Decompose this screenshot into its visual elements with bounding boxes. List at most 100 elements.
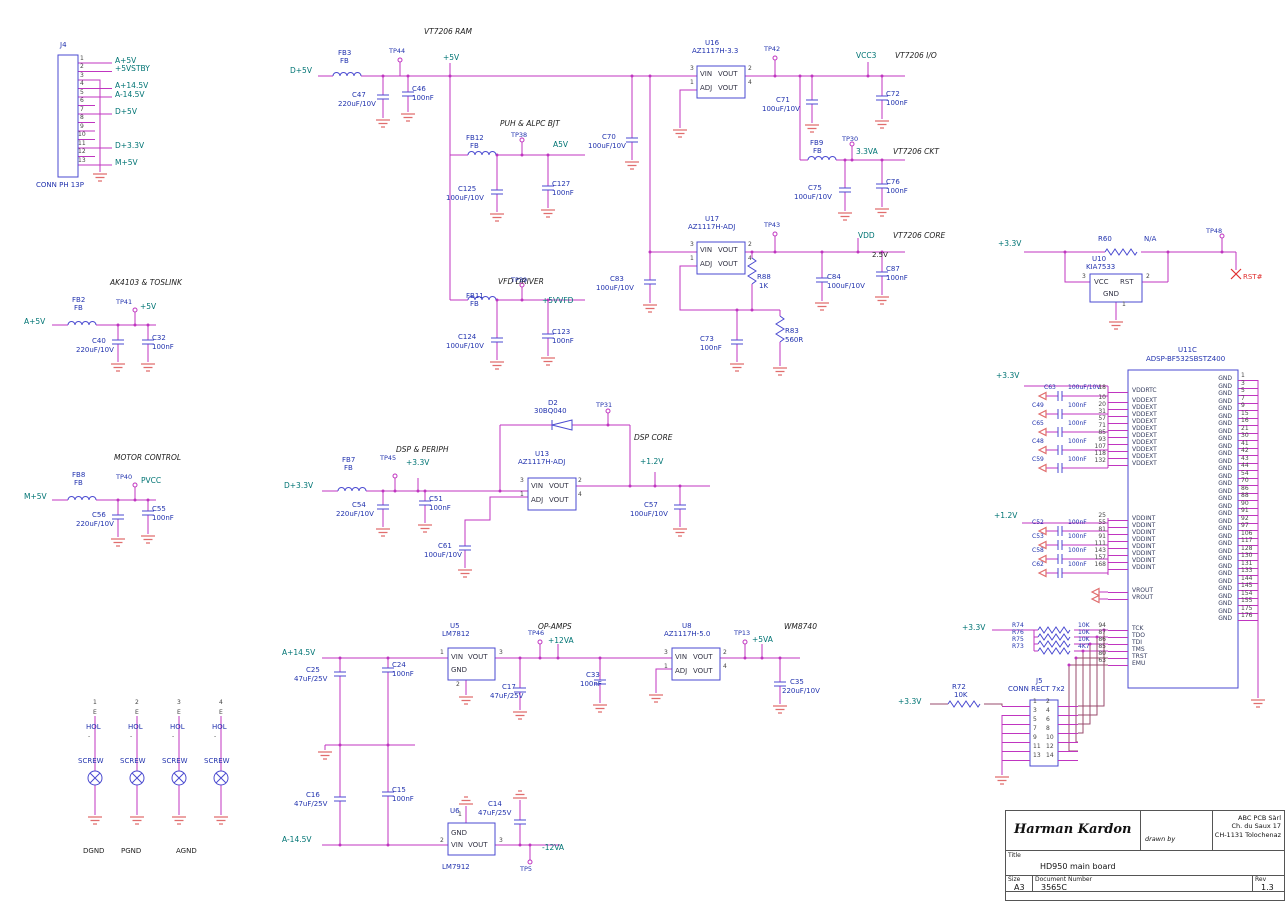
u8-pin2: 2	[723, 649, 727, 656]
r83-val: 560R	[785, 336, 804, 344]
u11c-gnd-pin-number: 86	[1241, 484, 1249, 492]
c25-val: 47uF/25V	[294, 675, 328, 683]
rev-value: 1.3	[1261, 883, 1274, 892]
u11c-gnd-pin-name: GND	[1218, 540, 1232, 547]
u11c-gnd-pin-name: GND	[1218, 420, 1232, 427]
sec-wm8740: WM8740	[784, 622, 817, 631]
pin-stub	[1108, 437, 1128, 438]
pin-stub	[1238, 567, 1258, 569]
pin-stub	[1238, 395, 1258, 396]
u11c-gnd-pin-name: GND	[1218, 502, 1232, 510]
c123-ref: C123	[552, 328, 571, 336]
pin-stub	[1238, 387, 1258, 389]
pin-stub	[1238, 507, 1258, 509]
u11c-pin-number: 10	[1098, 394, 1106, 401]
pin-stub	[1108, 430, 1128, 431]
screw3-lbl: SCREW	[162, 757, 188, 765]
c73-ref: C73	[700, 335, 714, 343]
u11c-gnd-pin-number: 144	[1241, 574, 1253, 582]
u11c-gnd-pin-number: 106	[1241, 529, 1253, 537]
u11c-gnd-pin-name: GND	[1218, 517, 1232, 525]
c16-val: 47uF/25V	[294, 800, 328, 808]
r75-val: 10K	[1078, 636, 1090, 643]
u11c-gnd-pin-number: 90	[1241, 499, 1249, 507]
pin-stub	[1108, 534, 1128, 535]
c61-ref: C61	[438, 542, 452, 550]
d2-ref: D2	[548, 399, 558, 407]
j5-pin-number: 12	[1046, 743, 1054, 750]
u11c-pin-name: TRST	[1132, 653, 1148, 660]
net-33v-a: +3.3V	[996, 371, 1020, 380]
sec-motor: MOTOR CONTROL	[114, 453, 182, 462]
j5-pin-number: 6	[1046, 716, 1050, 723]
j5-pin-number: 4	[1046, 707, 1050, 714]
pin-stub	[1238, 530, 1258, 531]
u11c-gnd-pin-number: 7	[1241, 394, 1245, 402]
fb7-val: FB	[344, 464, 353, 472]
pin-stub	[1238, 605, 1258, 606]
j4-pin-10: 10	[78, 131, 86, 138]
pin-stub	[1238, 417, 1258, 419]
sec-vfd: VFD DRIVER	[498, 277, 544, 286]
c54-val: 220uF/10V	[336, 510, 374, 518]
net-d5v-ram: D+5V	[290, 66, 312, 75]
title-block: Harman Kardon drawn by ABC PCB Sàrl Ch. …	[1005, 810, 1285, 901]
u5-vin: VIN	[451, 653, 464, 661]
screw3-hol: HOL	[170, 723, 185, 731]
pin-stub	[1238, 590, 1258, 591]
u11c-gnd-pin-number: 44	[1241, 462, 1249, 469]
u17-part: AZ1117H-ADJ	[688, 223, 736, 231]
u13-ref: U13	[535, 450, 550, 458]
pin-stub	[1108, 630, 1128, 631]
c73-val: 100nF	[700, 344, 722, 352]
u13-part: AZ1117H-ADJ	[518, 458, 566, 466]
screw1-lbl: SCREW	[78, 757, 104, 765]
c62-ref: C62	[1032, 561, 1044, 568]
gnd-dgnd: DGND	[83, 847, 105, 855]
u11c-pin-name: TMS	[1132, 646, 1145, 653]
c47-val: 220uF/10V	[338, 100, 376, 108]
u11c-pin-name: EMU	[1132, 660, 1146, 667]
net-d33v-dsp: D+3.3V	[284, 481, 314, 490]
net-12va: +12VA	[548, 636, 574, 645]
u11c-gnd-pin-number: 128	[1241, 544, 1253, 552]
pin-stub	[1238, 582, 1258, 584]
screw1-e: E	[93, 709, 97, 716]
u11c-pin-name: VDDEXT	[1132, 397, 1157, 404]
pin-stub	[1108, 458, 1128, 459]
u8-pin3: 3	[664, 649, 668, 656]
c14-ref: C14	[488, 800, 502, 808]
u11c-pin-number: 87	[1098, 629, 1106, 636]
tp42-ref: TP42	[764, 45, 781, 53]
c71-val: 100uF/10V	[762, 105, 800, 113]
u10-vcc: VCC	[1094, 278, 1109, 286]
fb12-val: FB	[470, 142, 479, 150]
u11c-gnd-pin-name: GND	[1218, 397, 1232, 405]
j4-pin-6: 6	[80, 97, 84, 104]
u11c-gnd-pin-name: GND	[1218, 577, 1232, 585]
u11c-gnd-pin-number: 92	[1241, 514, 1249, 522]
pin-stub	[1238, 477, 1258, 479]
u11c-pin-name: TCK	[1132, 625, 1144, 632]
company-name: Harman Kardon	[1014, 822, 1132, 837]
u11c-pin-number: 71	[1098, 422, 1106, 429]
u11c-gnd-pin-name: GND	[1218, 607, 1232, 615]
pin-stub	[1058, 715, 1078, 716]
j5-pin-number: 5	[1033, 716, 1037, 723]
screw4-lbl: SCREW	[204, 757, 230, 765]
u11c-gnd-pin-number: 42	[1241, 447, 1249, 454]
u11c-pin-number: 81	[1098, 526, 1106, 533]
net-a5v-j4: A+5V	[115, 56, 137, 65]
pin-stub	[1238, 410, 1258, 411]
c123-val: 100nF	[552, 337, 574, 345]
pin-stub	[1002, 742, 1030, 743]
u11c-gnd-pin-name: GND	[1218, 457, 1232, 465]
j5-pin-number: 7	[1033, 725, 1037, 732]
d2-val: 30BQ040	[534, 407, 567, 415]
u11c-gnd-pin-number: 133	[1241, 567, 1253, 574]
u11c-gnd-pin-name: GND	[1218, 592, 1232, 600]
r75-ref: R75	[1012, 636, 1024, 643]
tp45-ref: TP45	[380, 454, 397, 462]
u13-pin4: 4	[578, 491, 582, 498]
